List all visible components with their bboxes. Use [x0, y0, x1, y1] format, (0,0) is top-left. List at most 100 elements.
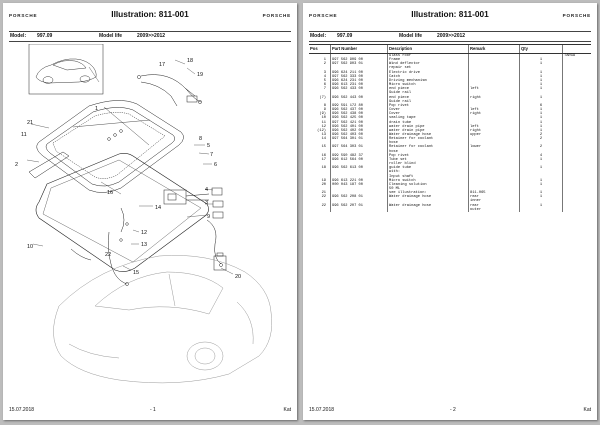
cell-remark: inner — [468, 199, 520, 204]
cell-description: Retainer for coolant — [387, 145, 469, 150]
cell-qty: 1 — [519, 128, 563, 133]
roof-frame — [36, 100, 184, 193]
cell-part-number — [330, 199, 388, 204]
cell-pos: 12 — [321, 124, 326, 129]
cell-extra — [562, 141, 591, 146]
driving-mechanism — [163, 189, 210, 205]
cell-part-number: 996 612 564 00 — [330, 157, 388, 163]
cell-description: see illustration: — [387, 191, 469, 196]
cell-description: water drain pipe — [387, 124, 469, 129]
cell-part-number: 996 562 438 00 — [330, 112, 388, 117]
model-row: Model: 997.09 Model life 2009>>2012 — [9, 31, 291, 42]
model-value: 997.09 — [337, 33, 353, 39]
cell-qty: 2 — [519, 145, 563, 150]
cell-part-number: 997 562 421 00 — [330, 120, 388, 125]
cell-description: Guide rail — [387, 91, 469, 96]
cell-qty: 1 — [519, 124, 563, 129]
cell-pos: (12) — [317, 128, 326, 133]
page-header: PORSCHE Illustration: 811-001 PORSCHE — [309, 9, 591, 24]
cell-qty — [519, 91, 563, 96]
cell-pos: 10 — [321, 116, 326, 121]
cell-remark — [468, 178, 520, 183]
callout-12: 12 — [141, 230, 147, 236]
callout-10: 10 — [27, 244, 33, 250]
table-row: hose — [309, 149, 591, 154]
cell-extra — [562, 178, 591, 183]
cell-remark — [468, 116, 520, 121]
cell-description: roller blind — [387, 162, 469, 167]
callout-13: 13 — [141, 242, 147, 248]
cell-qty: 1 — [519, 78, 563, 84]
cell-remark — [468, 162, 520, 167]
callout-22: 22 — [105, 252, 111, 258]
cell-extra — [562, 70, 591, 75]
cell-extra — [562, 174, 591, 179]
cell-part-number — [330, 91, 388, 96]
cell-qty: 2 — [519, 137, 563, 142]
cell-remark — [468, 99, 520, 104]
cell-extra — [562, 120, 591, 125]
table-row: hose — [309, 141, 591, 146]
table-row: 50 ML — [309, 187, 591, 192]
cell-extra — [562, 58, 591, 63]
car-silhouette — [53, 255, 272, 384]
callout-6: 6 — [214, 162, 217, 168]
cell-part-number: 997 562 909 00 — [330, 58, 388, 63]
col-part-number: Part Number — [330, 44, 388, 54]
callout-17: 17 — [159, 62, 165, 68]
cell-description: Water drainage hose — [387, 195, 469, 200]
cell-part-number — [330, 149, 388, 154]
cell-part-number — [330, 99, 388, 104]
cell-qty: 6 — [519, 103, 563, 109]
cell-extra — [562, 99, 591, 104]
cell-remark: outer — [468, 207, 520, 212]
cell-description: Tube set — [387, 157, 469, 163]
cell-description: Micro switch — [387, 83, 469, 88]
cell-part-number: 996 562 401 00 — [330, 124, 388, 129]
cell-description: 50 ML — [387, 187, 469, 192]
footer-right: Kat — [283, 407, 291, 413]
exploded-diagram: 1 2 3 4 5 6 7 8 9 10 11 12 13 14 15 16 1… — [15, 44, 272, 384]
cell-remark: left — [468, 124, 520, 129]
cell-extra — [562, 95, 591, 100]
footer-right: Kat — [583, 407, 591, 413]
cell-remark — [468, 83, 520, 88]
cell-description: Pop rivet — [387, 103, 469, 109]
cell-qty: 1 — [519, 87, 563, 92]
table-header-row: Pos Part Number Description Remark Qty — [309, 44, 591, 54]
cell-pos: 9 — [323, 108, 326, 113]
cell-pos: 13 — [321, 132, 326, 137]
wind-deflector — [28, 151, 70, 179]
callout-3: 3 — [205, 200, 208, 206]
table-row: Input shaft — [309, 174, 591, 179]
sealing-tape — [35, 153, 209, 272]
cell-part-number: 996 613 221 00 — [330, 178, 388, 183]
cell-description: Frame — [387, 58, 469, 63]
brand-logo-right: PORSCHE — [562, 13, 591, 18]
cell-remark — [468, 141, 520, 146]
cell-pos: 17 — [321, 157, 326, 162]
cell-extra — [562, 182, 591, 187]
cell-remark — [468, 74, 520, 79]
cell-remark: right — [468, 112, 520, 117]
cell-extra — [562, 187, 591, 192]
cell-description: Driving mechanism — [387, 78, 469, 84]
micro-switch — [186, 95, 198, 103]
cell-extra — [562, 78, 591, 84]
callout-15: 15 — [133, 270, 139, 276]
cell-extra — [562, 66, 591, 71]
cell-remark — [468, 70, 520, 75]
cell-extra — [562, 108, 591, 113]
cell-qty — [519, 207, 563, 212]
page-footer: 15.07.2018 - 1 Kat — [9, 407, 291, 415]
